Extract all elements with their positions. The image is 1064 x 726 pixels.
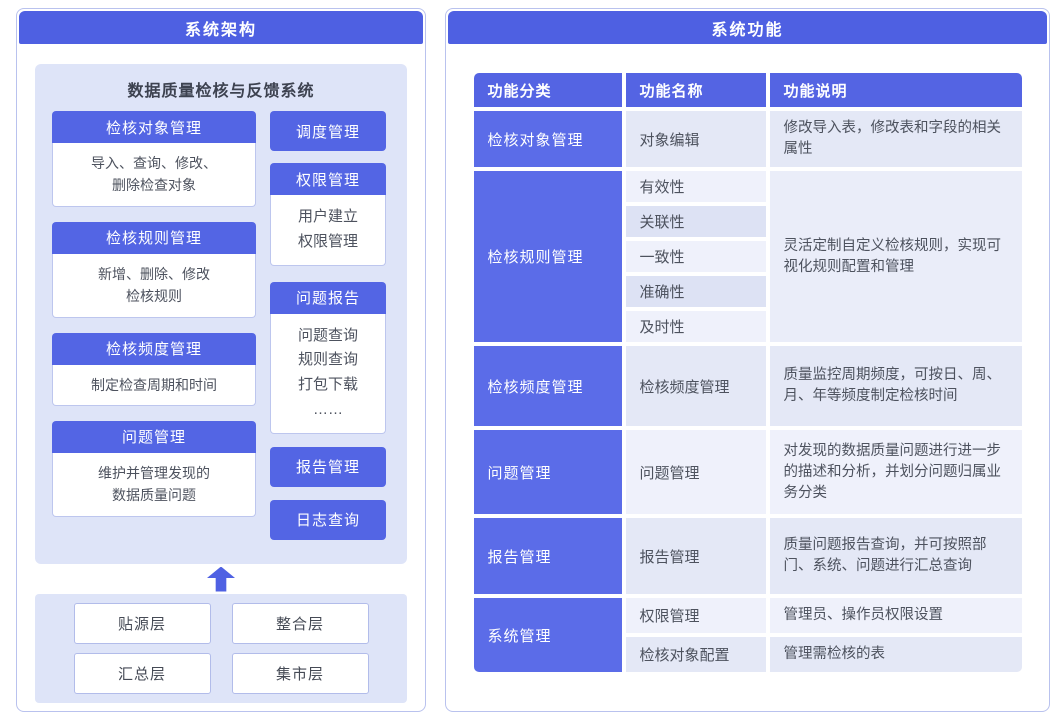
- module-issue-report-body: 问题查询 规则查询 打包下载 ……: [270, 313, 386, 434]
- module-body-line: 数据质量问题: [112, 487, 196, 504]
- module-check-rules-header: 检核规则管理: [52, 221, 256, 254]
- module-check-frequency-body: 制定检查周期和时间: [52, 364, 256, 406]
- function-name-cell: 对象编辑: [625, 111, 766, 168]
- module-body-line: 维护并管理发现的: [98, 464, 210, 481]
- column-header-name: 功能名称: [625, 73, 766, 107]
- arrow-up-icon: [207, 566, 235, 592]
- function-name-cell: 一致性: [625, 241, 766, 273]
- module-check-frequency-header: 检核频度管理: [52, 332, 256, 365]
- log-query-box: 日志查询: [270, 499, 386, 540]
- function-desc-cell: 灵活定制自定义检核规则，实现可视化规则配置和管理: [769, 171, 1022, 343]
- table-row: 一致性: [474, 241, 1022, 273]
- category-cell: 报告管理: [473, 518, 622, 595]
- table-row: 检核频度管理 检核频度管理 质量监控周期频度，可按日、周、月、年等频度制定检核时…: [473, 346, 1022, 427]
- layer-box-mart: 集市层: [231, 652, 369, 694]
- module-issue-mgmt: 问题管理 维护并管理发现的 数据质量问题: [52, 420, 256, 517]
- function-name-cell: 检核对象配置: [625, 637, 766, 673]
- module-body-line: 新增、删除、修改: [98, 265, 210, 282]
- functions-panel: 系统功能 功能分类 功能名称 功能说明 检核对象管理 对象编辑 修改导入表，修改…: [445, 8, 1050, 712]
- module-issue-mgmt-header: 问题管理: [52, 420, 256, 453]
- category-cell: 检核对象管理: [473, 111, 622, 168]
- function-desc-cell: 管理员、操作员权限设置: [769, 598, 1022, 634]
- table-row: 检核规则管理 有效性 灵活定制自定义检核规则，实现可视化规则配置和管理: [473, 171, 1022, 343]
- table-header-row: 功能分类 功能名称 功能说明: [473, 73, 1022, 107]
- table-row: 系统管理 权限管理 管理员、操作员权限设置: [473, 598, 1022, 673]
- module-issue-report-header: 问题报告: [270, 281, 386, 314]
- function-name-cell: 有效性: [625, 171, 766, 203]
- module-check-frequency: 检核频度管理 制定检查周期和时间: [52, 332, 256, 406]
- function-name-cell: 检核频度管理: [625, 346, 766, 427]
- architecture-panel-title: 系统架构: [19, 11, 423, 44]
- table-row: 问题管理 问题管理 对发现的数据质量问题进行进一步的描述和分析，并划分问题归属业…: [473, 430, 1022, 515]
- category-cell: 问题管理: [473, 430, 622, 515]
- function-desc-cell: 修改导入表，修改表和字段的相关属性: [769, 111, 1022, 168]
- functions-panel-title: 系统功能: [448, 11, 1047, 44]
- architecture-panel: 系统架构 数据质量检核与反馈系统 检核对象管理 导入、查询、修改、 删除检查对象…: [16, 8, 426, 712]
- category-cell: 检核频度管理: [473, 346, 622, 427]
- functions-table: 功能分类 功能名称 功能说明 检核对象管理 对象编辑 修改导入表，修改表和字段的…: [470, 69, 1026, 676]
- module-column-side: 调度管理 权限管理 用户建立 权限管理 问题报告 问题查询 规则查询: [270, 111, 386, 540]
- function-name-cell: 问题管理: [625, 430, 766, 515]
- module-permission-body: 用户建立 权限管理: [270, 195, 386, 266]
- table-row: 关联性: [474, 206, 1022, 238]
- module-issue-report: 问题报告 问题查询 规则查询 打包下载 ……: [270, 281, 386, 434]
- column-header-desc: 功能说明: [769, 73, 1022, 107]
- module-body-line: 删除检查对象: [112, 177, 196, 194]
- data-layers-panel: 贴源层 整合层 汇总层 集市层: [35, 593, 407, 703]
- table-row: 检核对象配置 管理需检核的表: [474, 637, 1022, 673]
- module-check-object: 检核对象管理 导入、查询、修改、 删除检查对象: [52, 111, 256, 207]
- module-column-main: 检核对象管理 导入、查询、修改、 删除检查对象 检核规则管理 新增、删除、修改 …: [52, 111, 256, 540]
- module-body-line: 问题查询: [297, 326, 358, 344]
- module-check-object-header: 检核对象管理: [52, 111, 256, 143]
- category-cell: 系统管理: [473, 598, 622, 673]
- module-body-line: 用户建立: [297, 208, 358, 225]
- module-body-line: 规则查询: [297, 351, 358, 369]
- module-check-object-body: 导入、查询、修改、 删除检查对象: [52, 143, 256, 207]
- table-row: 准确性: [474, 276, 1022, 308]
- function-name-cell: 报告管理: [625, 518, 766, 595]
- column-header-category: 功能分类: [473, 73, 622, 107]
- module-issue-mgmt-body: 维护并管理发现的 数据质量问题: [52, 452, 256, 517]
- table-row: 报告管理 报告管理 质量问题报告查询，并可按照部门、系统、问题进行汇总查询: [473, 518, 1022, 595]
- table-row: 及时性: [474, 311, 1022, 343]
- module-permission: 权限管理 用户建立 权限管理: [270, 163, 386, 266]
- function-desc-cell: 对发现的数据质量问题进行进一步的描述和分析，并划分问题归属业务分类: [769, 430, 1022, 515]
- function-name-cell: 权限管理: [625, 598, 766, 634]
- module-body-line: ……: [313, 400, 343, 418]
- function-name-cell: 及时性: [625, 311, 766, 343]
- module-body-line: 导入、查询、修改、: [91, 155, 217, 171]
- module-body-line: 制定检查周期和时间: [91, 376, 217, 393]
- layer-box-integration: 整合层: [231, 602, 369, 644]
- module-check-rules: 检核规则管理 新增、删除、修改 检核规则: [52, 221, 256, 318]
- module-columns: 检核对象管理 导入、查询、修改、 删除检查对象 检核规则管理 新增、删除、修改 …: [35, 111, 407, 540]
- function-name-cell: 关联性: [625, 206, 766, 238]
- module-body-line: 权限管理: [297, 232, 358, 250]
- layer-box-source: 贴源层: [73, 602, 211, 644]
- function-desc-cell: 质量问题报告查询，并可按照部门、系统、问题进行汇总查询: [769, 518, 1022, 595]
- scheduling-box: 调度管理: [270, 111, 386, 151]
- module-body-line: 打包下载: [297, 376, 358, 393]
- module-permission-header: 权限管理: [270, 163, 386, 195]
- function-desc-cell: 质量监控周期频度，可按日、周、月、年等频度制定检核时间: [769, 346, 1022, 427]
- report-mgmt-box: 报告管理: [270, 446, 386, 487]
- category-cell: 检核规则管理: [473, 171, 622, 343]
- layer-box-summary: 汇总层: [73, 652, 211, 694]
- module-body-line: 检核规则: [126, 288, 182, 305]
- function-desc-cell: 管理需检核的表: [769, 637, 1022, 673]
- module-check-rules-body: 新增、删除、修改 检核规则: [52, 253, 256, 318]
- table-row: 检核对象管理 对象编辑 修改导入表，修改表和字段的相关属性: [473, 111, 1022, 168]
- system-title: 数据质量检核与反馈系统: [127, 83, 315, 100]
- system-container: 数据质量检核与反馈系统 检核对象管理 导入、查询、修改、 删除检查对象 检核规则…: [35, 64, 407, 564]
- function-name-cell: 准确性: [625, 276, 766, 308]
